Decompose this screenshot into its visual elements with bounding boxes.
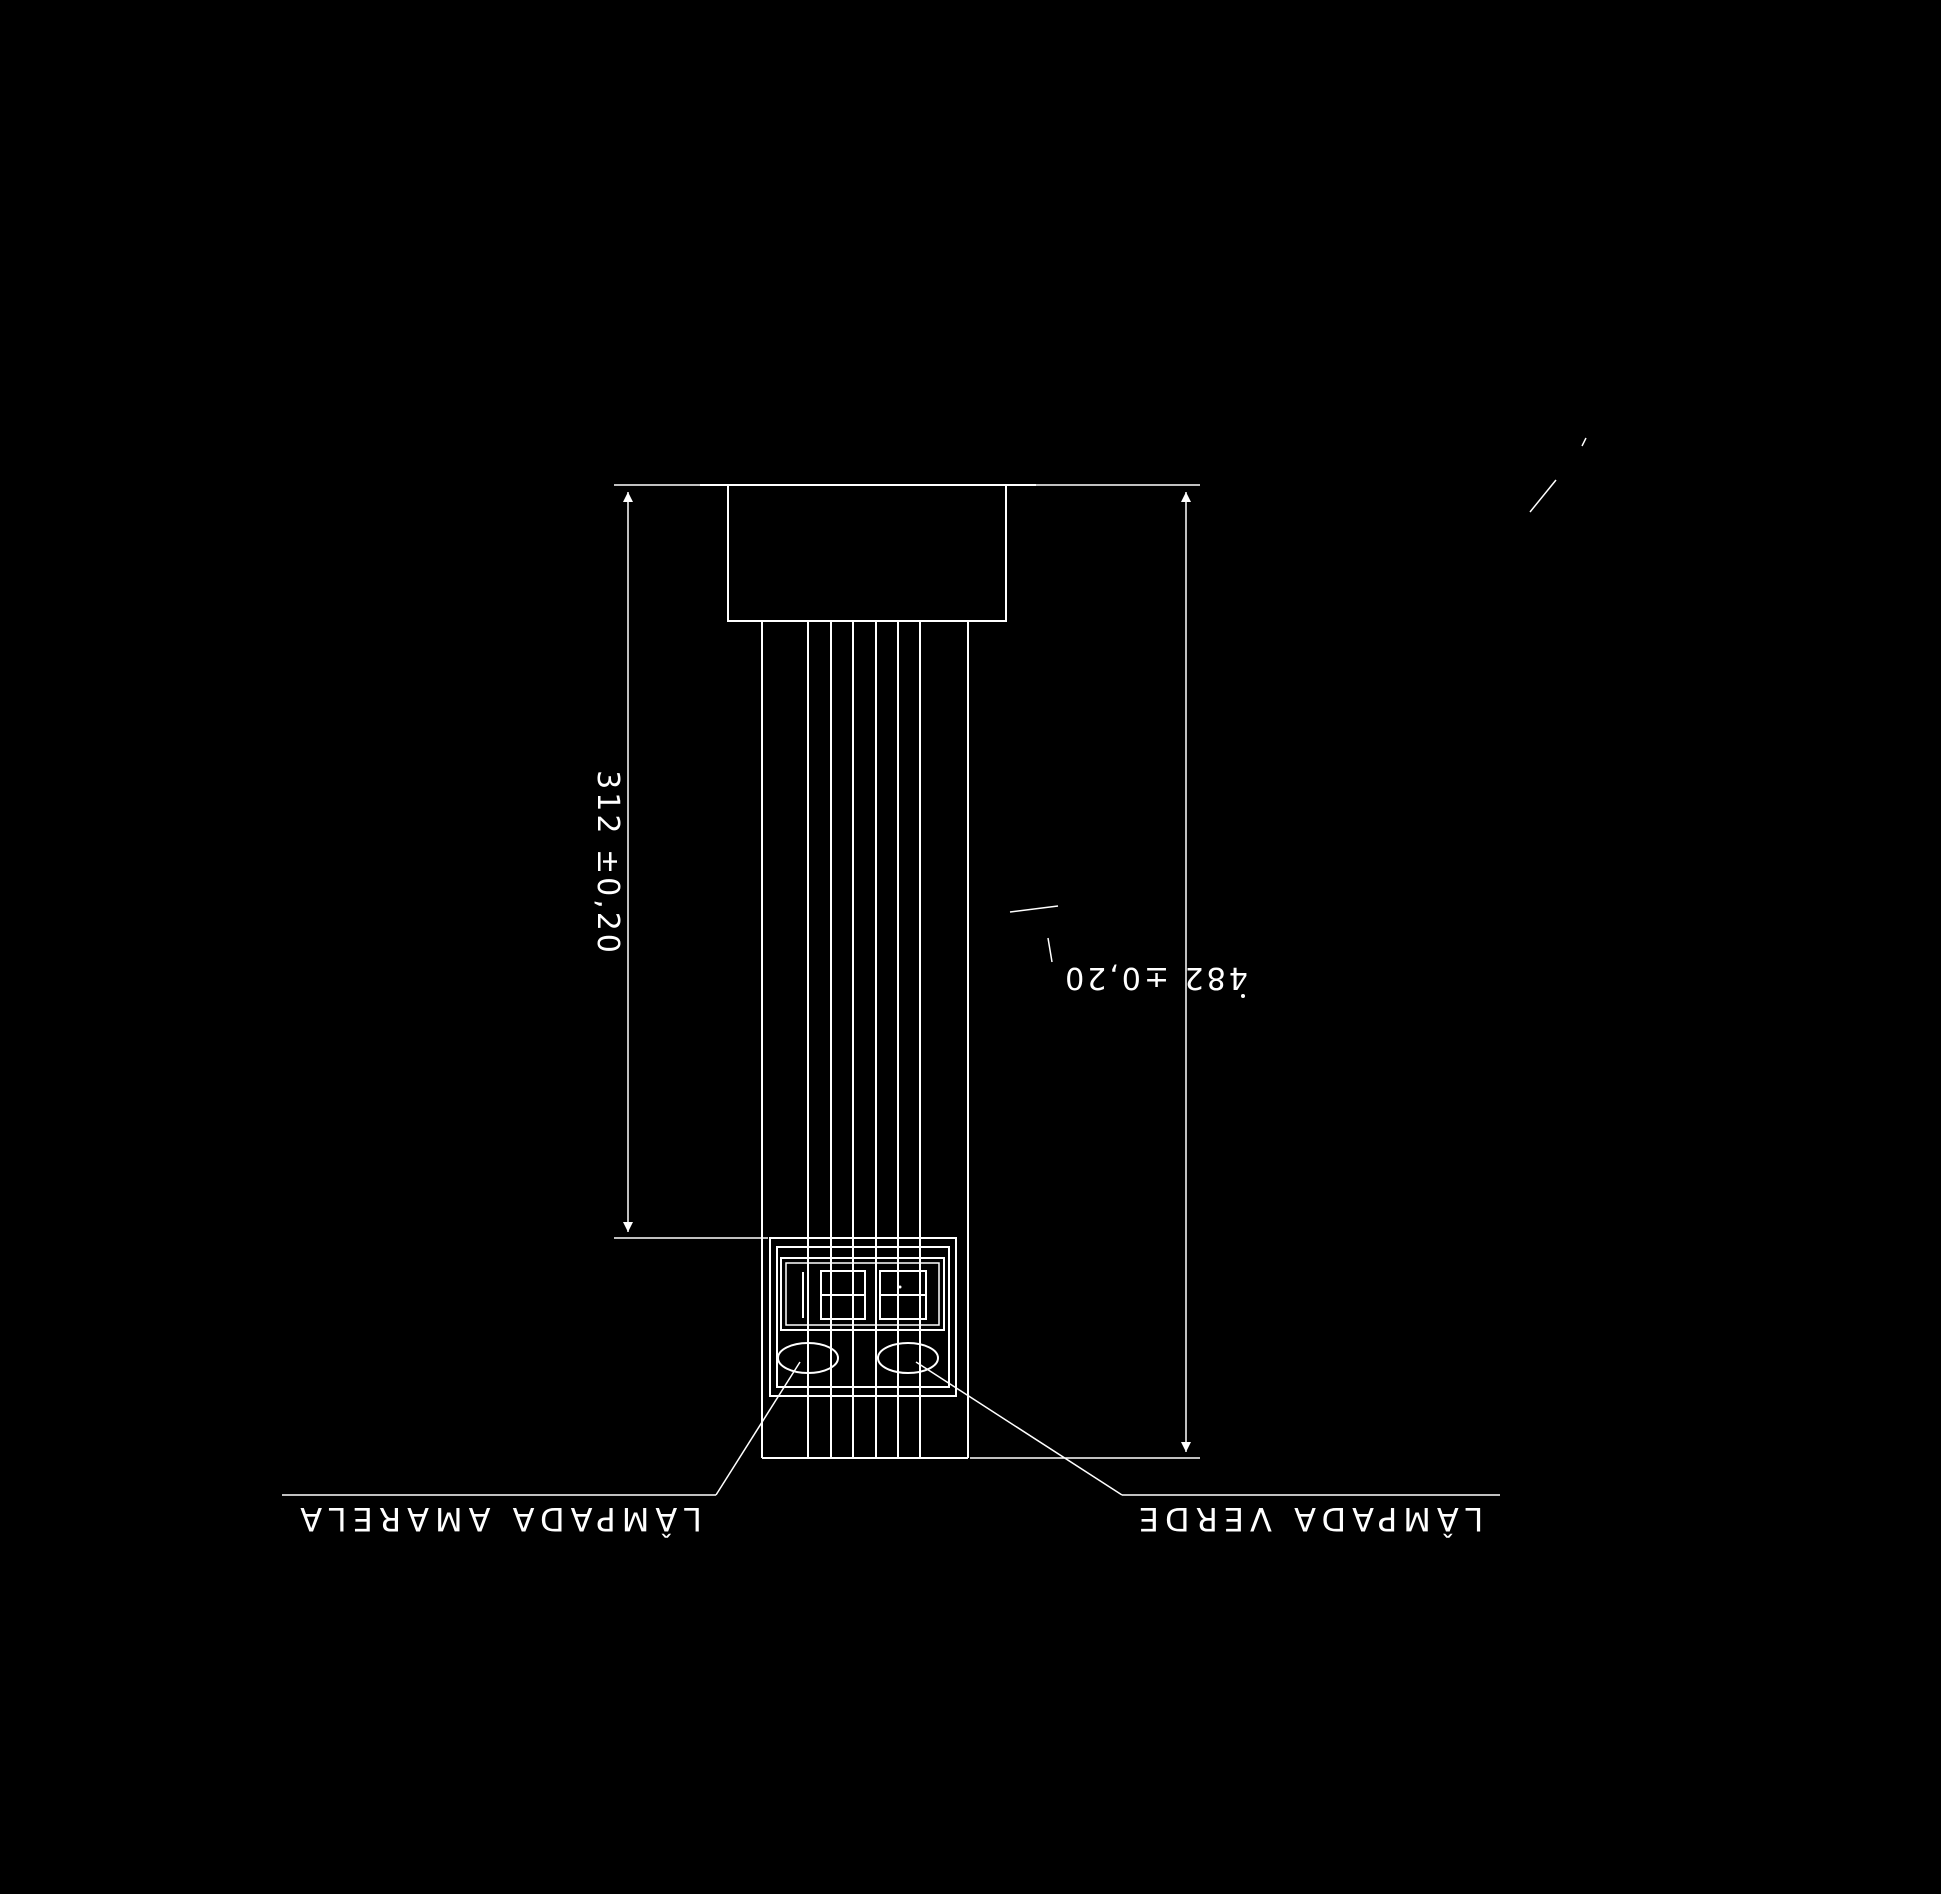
connector-housing xyxy=(700,484,1036,622)
label-green-lamp: LÂMPADA VERDE xyxy=(1133,1500,1484,1538)
ribbon-cable xyxy=(761,621,969,1459)
green-lamp xyxy=(877,1342,939,1374)
scan-artifacts xyxy=(1009,437,1587,998)
yellow-lamp xyxy=(777,1342,839,1374)
dimension-right-text: 482 ±0,20 xyxy=(1062,960,1248,995)
dimension-left-text: 312 ±0,20 xyxy=(590,770,625,956)
leader-green-lamp: LÂMPADA VERDE xyxy=(915,1361,1500,1538)
seven-segment-digit xyxy=(820,1270,866,1320)
dimension-left: 312 ±0,20 xyxy=(590,484,768,1239)
dimension-right: 482 ±0,20 xyxy=(970,484,1248,1459)
seven-segment-digit xyxy=(879,1270,927,1320)
display-module xyxy=(769,1237,957,1397)
leader-yellow-lamp: LÂMPADA AMARELA xyxy=(282,1361,801,1538)
label-yellow-lamp: LÂMPADA AMARELA xyxy=(294,1500,702,1538)
